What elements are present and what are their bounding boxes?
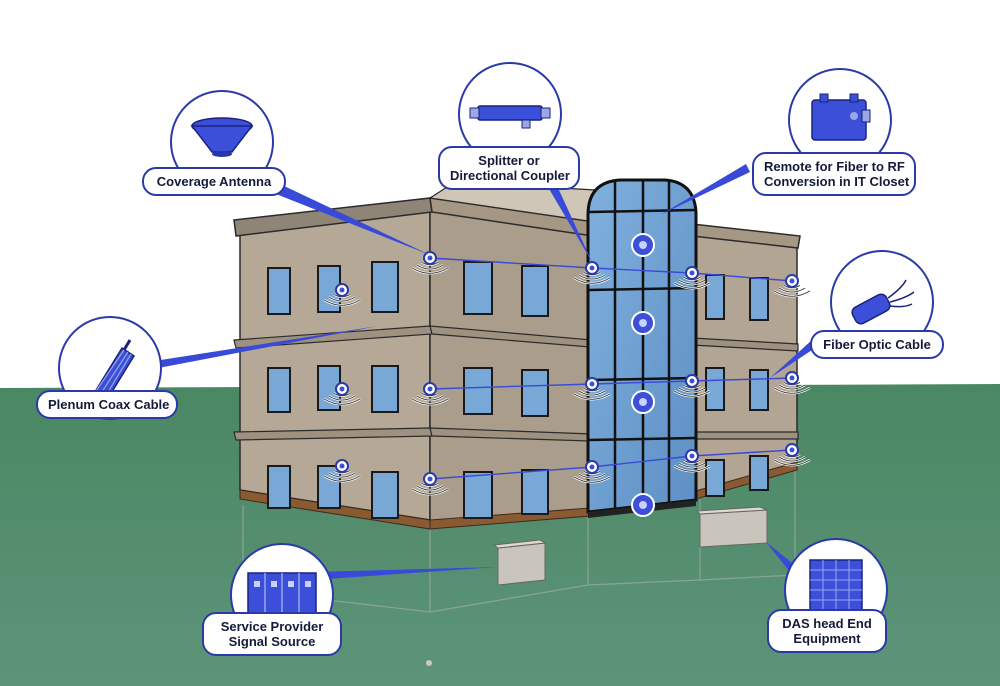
splitter-text-line2: Directional Coupler (450, 168, 570, 183)
page-indicator-dot (426, 660, 432, 666)
remote-text-line1: Remote for Fiber to RF (764, 159, 905, 174)
window (749, 455, 769, 491)
window (267, 267, 291, 315)
plenum-coax-cable-label: Plenum Coax Cable (36, 390, 178, 419)
window (749, 369, 769, 411)
window (521, 469, 549, 515)
wireless-antenna-node-icon (411, 251, 449, 275)
plenum-coax-cable-text: Plenum Coax Cable (48, 397, 170, 412)
window (705, 459, 725, 497)
splitter-label: Splitter or Directional Coupler (438, 146, 580, 190)
glass-tower (586, 178, 698, 518)
service-provider-text-line1: Service Provider (220, 619, 324, 634)
splitter-text-line1: Splitter or (478, 153, 540, 168)
window (267, 465, 291, 509)
tower-hub-icon (631, 311, 655, 335)
fiber-remote-unit-icon (811, 93, 871, 141)
das-head-end-label: DAS head End Equipment (767, 609, 887, 653)
wireless-antenna-node-icon (411, 472, 449, 496)
tower-hub-icon (631, 233, 655, 257)
leader-pointers (148, 164, 818, 580)
remote-text-line2: Conversion in IT Closet (764, 174, 910, 189)
wireless-antenna-node-icon (323, 382, 361, 406)
window (463, 471, 493, 519)
splitter-coupler-icon (469, 105, 551, 129)
window (705, 367, 725, 411)
wireless-antenna-node-icon (673, 374, 711, 398)
windows (267, 261, 769, 519)
window (371, 261, 399, 313)
window (463, 367, 493, 415)
window (371, 365, 399, 413)
signal-source-box (492, 539, 547, 586)
window (521, 369, 549, 417)
window (521, 265, 549, 317)
tower-hub-icon (631, 493, 655, 517)
window (267, 367, 291, 413)
remote-label: Remote for Fiber to RF Conversion in IT … (752, 152, 916, 196)
service-provider-label: Service Provider Signal Source (202, 612, 342, 656)
window (371, 471, 399, 519)
wireless-antenna-node-icon (411, 382, 449, 406)
antenna-nodes (323, 233, 811, 517)
dome-antenna-icon (190, 117, 254, 157)
das-head-end-text-line2: Equipment (793, 631, 861, 646)
fiber-optic-cable-text: Fiber Optic Cable (823, 337, 931, 352)
coax-cable-runs (429, 257, 793, 480)
wireless-antenna-node-icon (573, 460, 611, 484)
wireless-antenna-node-icon (673, 449, 711, 473)
fiber-optic-cable-icon (851, 279, 915, 325)
fiber-optic-cable-label: Fiber Optic Cable (810, 330, 944, 359)
tower-hub-icon (631, 390, 655, 414)
window (705, 274, 725, 320)
wireless-antenna-node-icon (323, 459, 361, 483)
wireless-antenna-node-icon (773, 371, 811, 395)
das-equipment-box (695, 506, 768, 548)
bts-rack-icon (247, 572, 317, 618)
wireless-antenna-node-icon (773, 274, 811, 298)
window (463, 261, 493, 315)
window (749, 277, 769, 321)
coverage-antenna-label: Coverage Antenna (142, 167, 286, 196)
wireless-antenna-node-icon (573, 377, 611, 401)
wireless-antenna-node-icon (773, 443, 811, 467)
wireless-antenna-node-icon (673, 266, 711, 290)
coverage-antenna-text: Coverage Antenna (156, 174, 272, 189)
das-head-end-text-line1: DAS head End (782, 616, 872, 631)
wireless-antenna-node-icon (323, 283, 361, 307)
wireless-antenna-node-icon (573, 261, 611, 285)
service-provider-text-line2: Signal Source (228, 634, 316, 649)
